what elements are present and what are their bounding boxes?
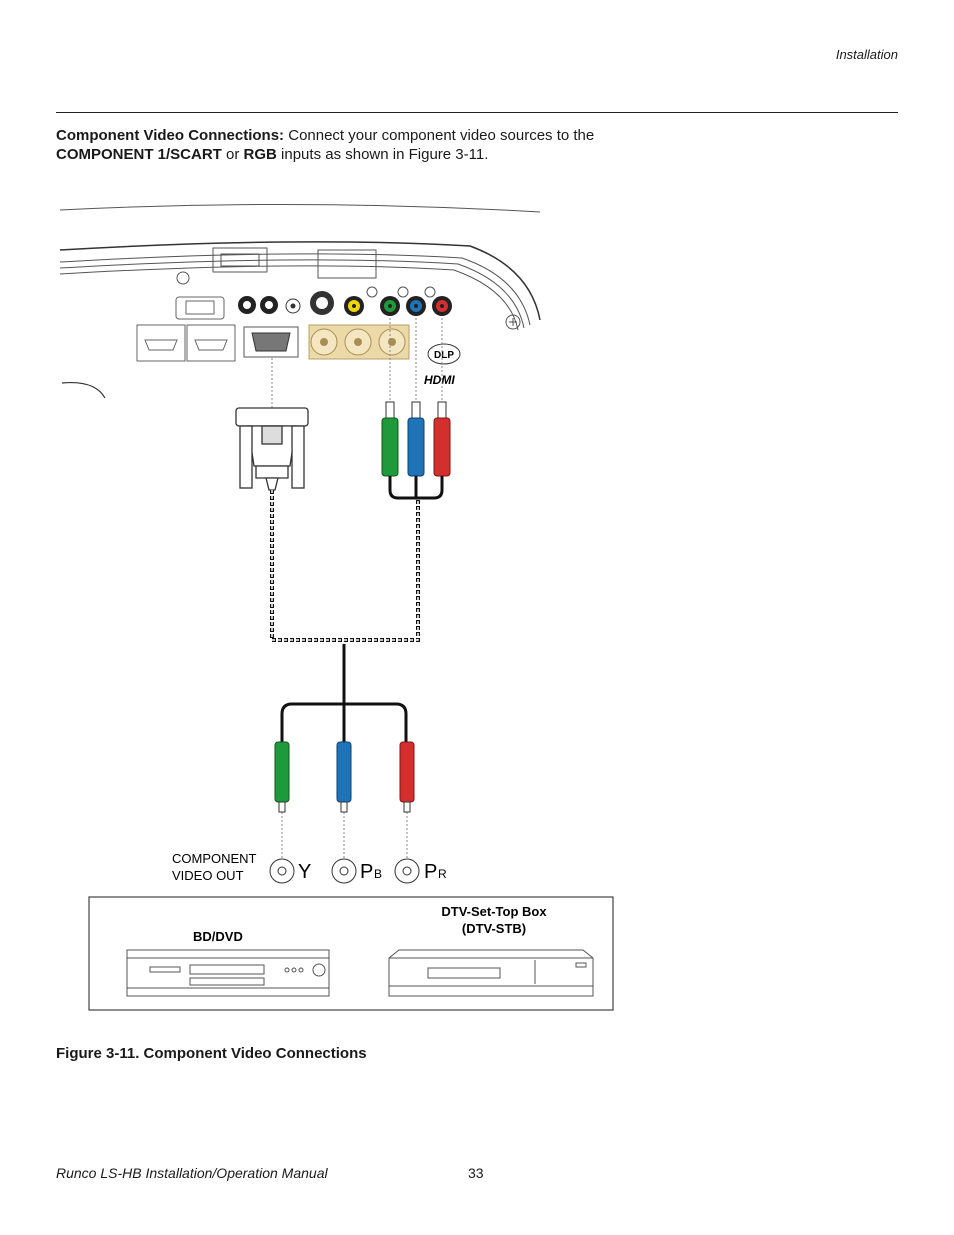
device-label-bd-dvd: BD/DVD bbox=[193, 929, 243, 944]
adapter-cable bbox=[270, 490, 420, 642]
vga-plug bbox=[235, 407, 309, 491]
set-top-box bbox=[388, 949, 594, 997]
bnc-jacks bbox=[308, 324, 410, 360]
upper-rca-plugs bbox=[381, 401, 451, 477]
intro-heading: Component Video Connections: bbox=[56, 127, 285, 144]
jack-label-y: Y bbox=[298, 861, 311, 883]
output-jacks bbox=[269, 858, 420, 884]
intro-input-2: RGB bbox=[243, 146, 277, 163]
intro-text-2: inputs as shown in Figure 3-11. bbox=[276, 146, 489, 163]
svg-text:DLP: DLP bbox=[434, 350, 454, 361]
component-video-diagram: DLP HDMI bbox=[59, 203, 614, 1011]
component-jacks bbox=[366, 286, 452, 316]
composite-jack bbox=[344, 296, 364, 316]
guide-lines bbox=[271, 318, 443, 860]
rgb-port bbox=[243, 326, 299, 358]
device-label-stb-1: DTV-Set-Top Box bbox=[441, 904, 547, 919]
bd-dvd-player bbox=[126, 949, 330, 997]
header-rule bbox=[56, 112, 898, 113]
adapter-cable-inner bbox=[271, 490, 419, 641]
lower-rca-plugs bbox=[274, 741, 415, 813]
lower-cable-split bbox=[280, 644, 408, 742]
upper-cable-join bbox=[388, 476, 444, 500]
hdmi-ports bbox=[136, 296, 236, 362]
intro-input-1: COMPONENT 1/SCART bbox=[56, 146, 222, 163]
intro-or: or bbox=[221, 146, 244, 163]
jack-label-pb: P bbox=[360, 861, 373, 883]
footer-manual-title: Runco LS-HB Installation/Operation Manua… bbox=[56, 1165, 328, 1181]
jack-label-pr: P bbox=[424, 861, 437, 883]
hdmi-logo: HDMI bbox=[424, 373, 455, 387]
section-header: Installation bbox=[835, 47, 898, 62]
jack-label-pr-sub: R bbox=[438, 867, 447, 881]
figure-caption: Figure 3-11. Component Video Connections bbox=[56, 1045, 367, 1062]
projector-rear-panel bbox=[59, 203, 541, 399]
component-out-label-2: VIDEO OUT bbox=[172, 868, 244, 883]
device-label-stb-2: (DTV-STB) bbox=[462, 921, 526, 936]
page-number: 33 bbox=[468, 1165, 484, 1181]
component-out-label-1: COMPONENT bbox=[172, 851, 257, 866]
intro-paragraph: Component Video Connections: Connect you… bbox=[56, 126, 676, 164]
intro-text-1: Connect your component video sources to … bbox=[284, 127, 595, 144]
audio-jacks bbox=[238, 291, 334, 315]
jack-label-pb-sub: B bbox=[374, 867, 382, 881]
dlp-logo: DLP bbox=[427, 343, 461, 365]
